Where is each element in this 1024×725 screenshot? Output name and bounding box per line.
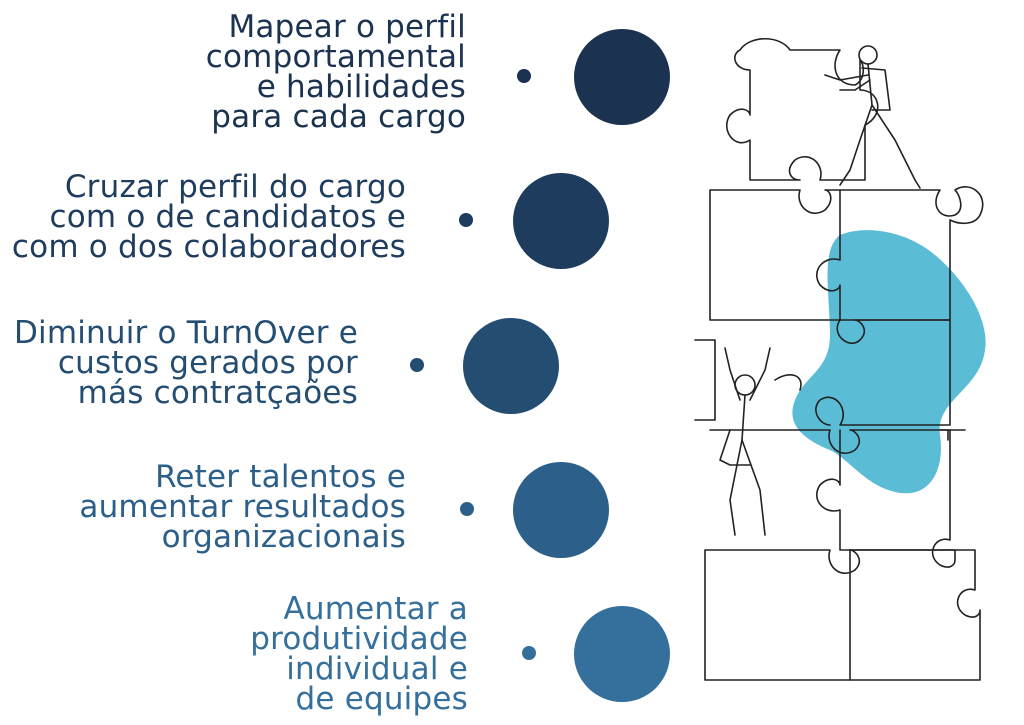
item-1-text: Mapear o perfil comportamental e habilid… <box>205 9 466 135</box>
item-2-circle <box>513 173 609 269</box>
puzzle-edge-line <box>939 429 966 441</box>
item-5-text: Aumentar a produtividade individual e de… <box>250 591 468 717</box>
puzzle-climbers-illustration <box>694 38 986 681</box>
item-3-text: Diminuir o TurnOver e custos gerados por… <box>13 315 358 411</box>
item-4-circle <box>513 462 609 558</box>
puzzle-piece-row2-right <box>839 186 984 321</box>
puzzle-piece-middle <box>815 319 951 426</box>
item-2-text: Cruzar perfil do cargo com o de candidat… <box>11 169 406 265</box>
item-4-text: Reter talentos e aumentar resultados org… <box>79 459 406 555</box>
puzzle-piece-middle-left <box>694 339 716 421</box>
pushing-person-figure <box>824 45 921 189</box>
item-5-circle <box>574 606 670 702</box>
puzzle-piece-lower <box>709 429 956 568</box>
item-1-bullet-dot <box>517 69 531 83</box>
item-4-bullet-dot <box>460 502 474 516</box>
item-1-circle <box>574 29 670 125</box>
item-5-bullet-dot <box>522 646 536 660</box>
item-3-bullet-dot <box>410 358 424 372</box>
cheering-person-figure <box>719 347 802 536</box>
puzzle-piece-top <box>726 38 879 181</box>
puzzle-piece-bottom-right <box>849 549 981 681</box>
item-2-bullet-dot <box>459 213 473 227</box>
puzzle-piece-row2-left <box>709 189 841 321</box>
puzzle-piece-bottom-left <box>704 549 860 681</box>
item-3-circle <box>463 318 559 414</box>
accent-blob-shape <box>792 230 986 494</box>
